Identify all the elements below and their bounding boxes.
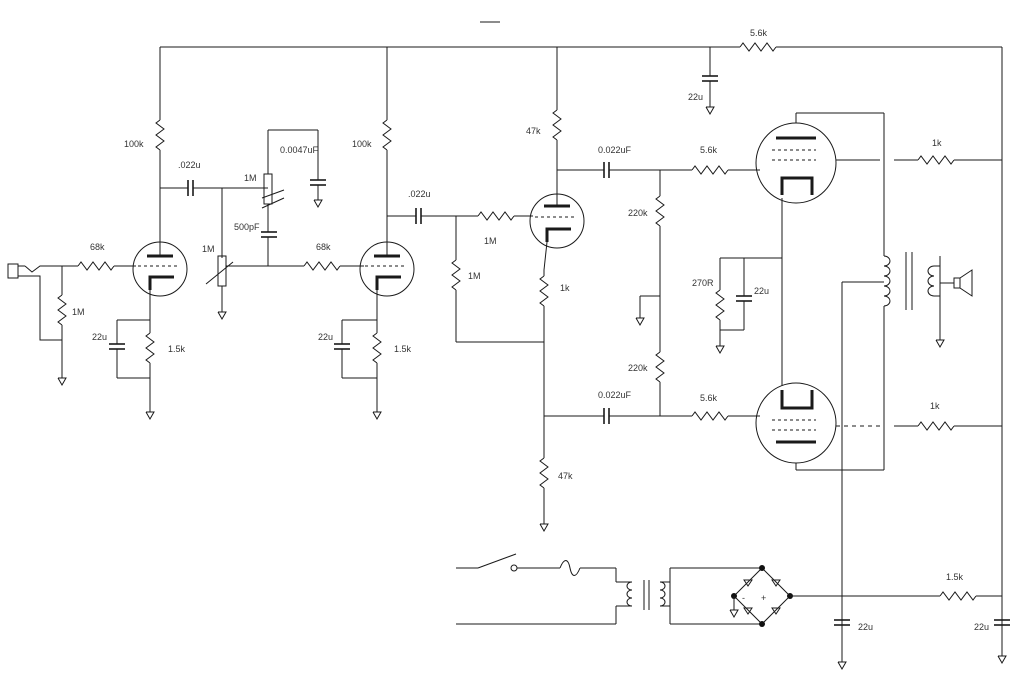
label-c-pi-top: 0.022uF (598, 145, 632, 155)
power-tube-bottom (755, 236, 880, 470)
filter-caps (834, 596, 1010, 670)
label-c-couple2: .022u (408, 189, 431, 199)
tone-cap-500p (261, 231, 277, 266)
tone-pot-1m[interactable] (222, 129, 318, 232)
label-r-bias-bot: 220k (628, 363, 648, 373)
label-c-supply: 22u (688, 92, 703, 102)
label-bridge-minus: - (742, 593, 745, 603)
label-r-grid-bot: 5.6k (700, 393, 718, 403)
power-transformer (456, 567, 762, 625)
cathode-bias (715, 257, 782, 354)
label-r-plate2: 100k (352, 139, 372, 149)
volume-pot-1m[interactable] (205, 248, 304, 320)
b-plus-rail (160, 21, 1003, 640)
label-r-grid2: 68k (316, 242, 331, 252)
bridge-rectifier (729, 565, 940, 627)
label-r-screen-bot: 1k (930, 401, 940, 411)
cathode-network-2 (334, 319, 382, 420)
pi-cathode-1k (539, 270, 604, 458)
pi-tail-47k (539, 457, 549, 532)
label-r-pi-tail: 47k (558, 471, 573, 481)
output-transformer (796, 112, 945, 662)
pi-plate-47k (552, 47, 604, 171)
pi-coupling-caps (603, 162, 692, 424)
cathode-network-1 (109, 319, 155, 420)
tube-pi (529, 170, 585, 271)
label-r-cath1: 1.5k (168, 344, 186, 354)
label-r-supply: 5.6k (750, 28, 768, 38)
input-jack[interactable] (7, 263, 78, 341)
label-r-plate1: 100k (124, 139, 144, 149)
plate-resistor-1 (155, 47, 165, 188)
label-r-pi-plate: 47k (526, 126, 541, 136)
label-r-pi-grid: 1M (484, 236, 497, 246)
pi-grid-1m (451, 216, 544, 343)
label-c-500p: 500pF (234, 222, 260, 232)
grid-stopper-bottom (691, 411, 760, 421)
label-r-pi-1k: 1k (560, 283, 570, 293)
pi-grid-resistor (477, 211, 533, 221)
label-c-0047: 0.0047uF (280, 145, 319, 155)
label-r-pi-1m: 1M (468, 271, 481, 281)
label-r-in-1m: 1M (72, 307, 85, 317)
label-c-cath2: 22u (318, 332, 333, 342)
label-r-screen-top: 1k (932, 138, 942, 148)
power-switch[interactable] (456, 553, 560, 572)
grid-stopper-top (691, 165, 760, 175)
label-c-cath-bias: 22u (754, 286, 769, 296)
label-pot-1m-top: 1M (244, 173, 257, 183)
screen-resistors (894, 155, 1002, 431)
coupling-cap-1 (160, 180, 223, 258)
label-r-cath-bias: 270R (692, 278, 714, 288)
label-r-grid-top: 5.6k (700, 145, 718, 155)
plate-resistor-2 (382, 47, 392, 216)
speaker-icon (940, 269, 973, 297)
supply-cap (702, 47, 718, 115)
label-bridge-plus: + (761, 593, 766, 603)
label-r-cath2: 1.5k (394, 344, 412, 354)
label-pot-1m-mid: 1M (202, 244, 215, 254)
label-r-bias-top: 220k (628, 208, 648, 218)
input-resistor-1m (57, 266, 67, 386)
label-c-filter2: 22u (974, 622, 989, 632)
grid-resistor-2 (303, 261, 364, 271)
label-r-filter: 1.5k (946, 572, 964, 582)
power-tube-top (755, 113, 880, 236)
label-c-pi-bot: 0.022uF (598, 390, 632, 400)
grid-resistor-1 (77, 261, 136, 271)
label-c-cath1: 22u (92, 332, 107, 342)
bias-resistors (635, 170, 665, 416)
label-c-couple1: .022u (178, 160, 201, 170)
tube-v1 (132, 180, 188, 320)
label-c-filter1: 22u (858, 622, 873, 632)
filter-resistor (939, 591, 1002, 601)
tone-cap-0047 (310, 130, 326, 208)
label-r-grid1: 68k (90, 242, 105, 252)
fuse (559, 560, 616, 576)
coupling-cap-2 (387, 208, 478, 224)
